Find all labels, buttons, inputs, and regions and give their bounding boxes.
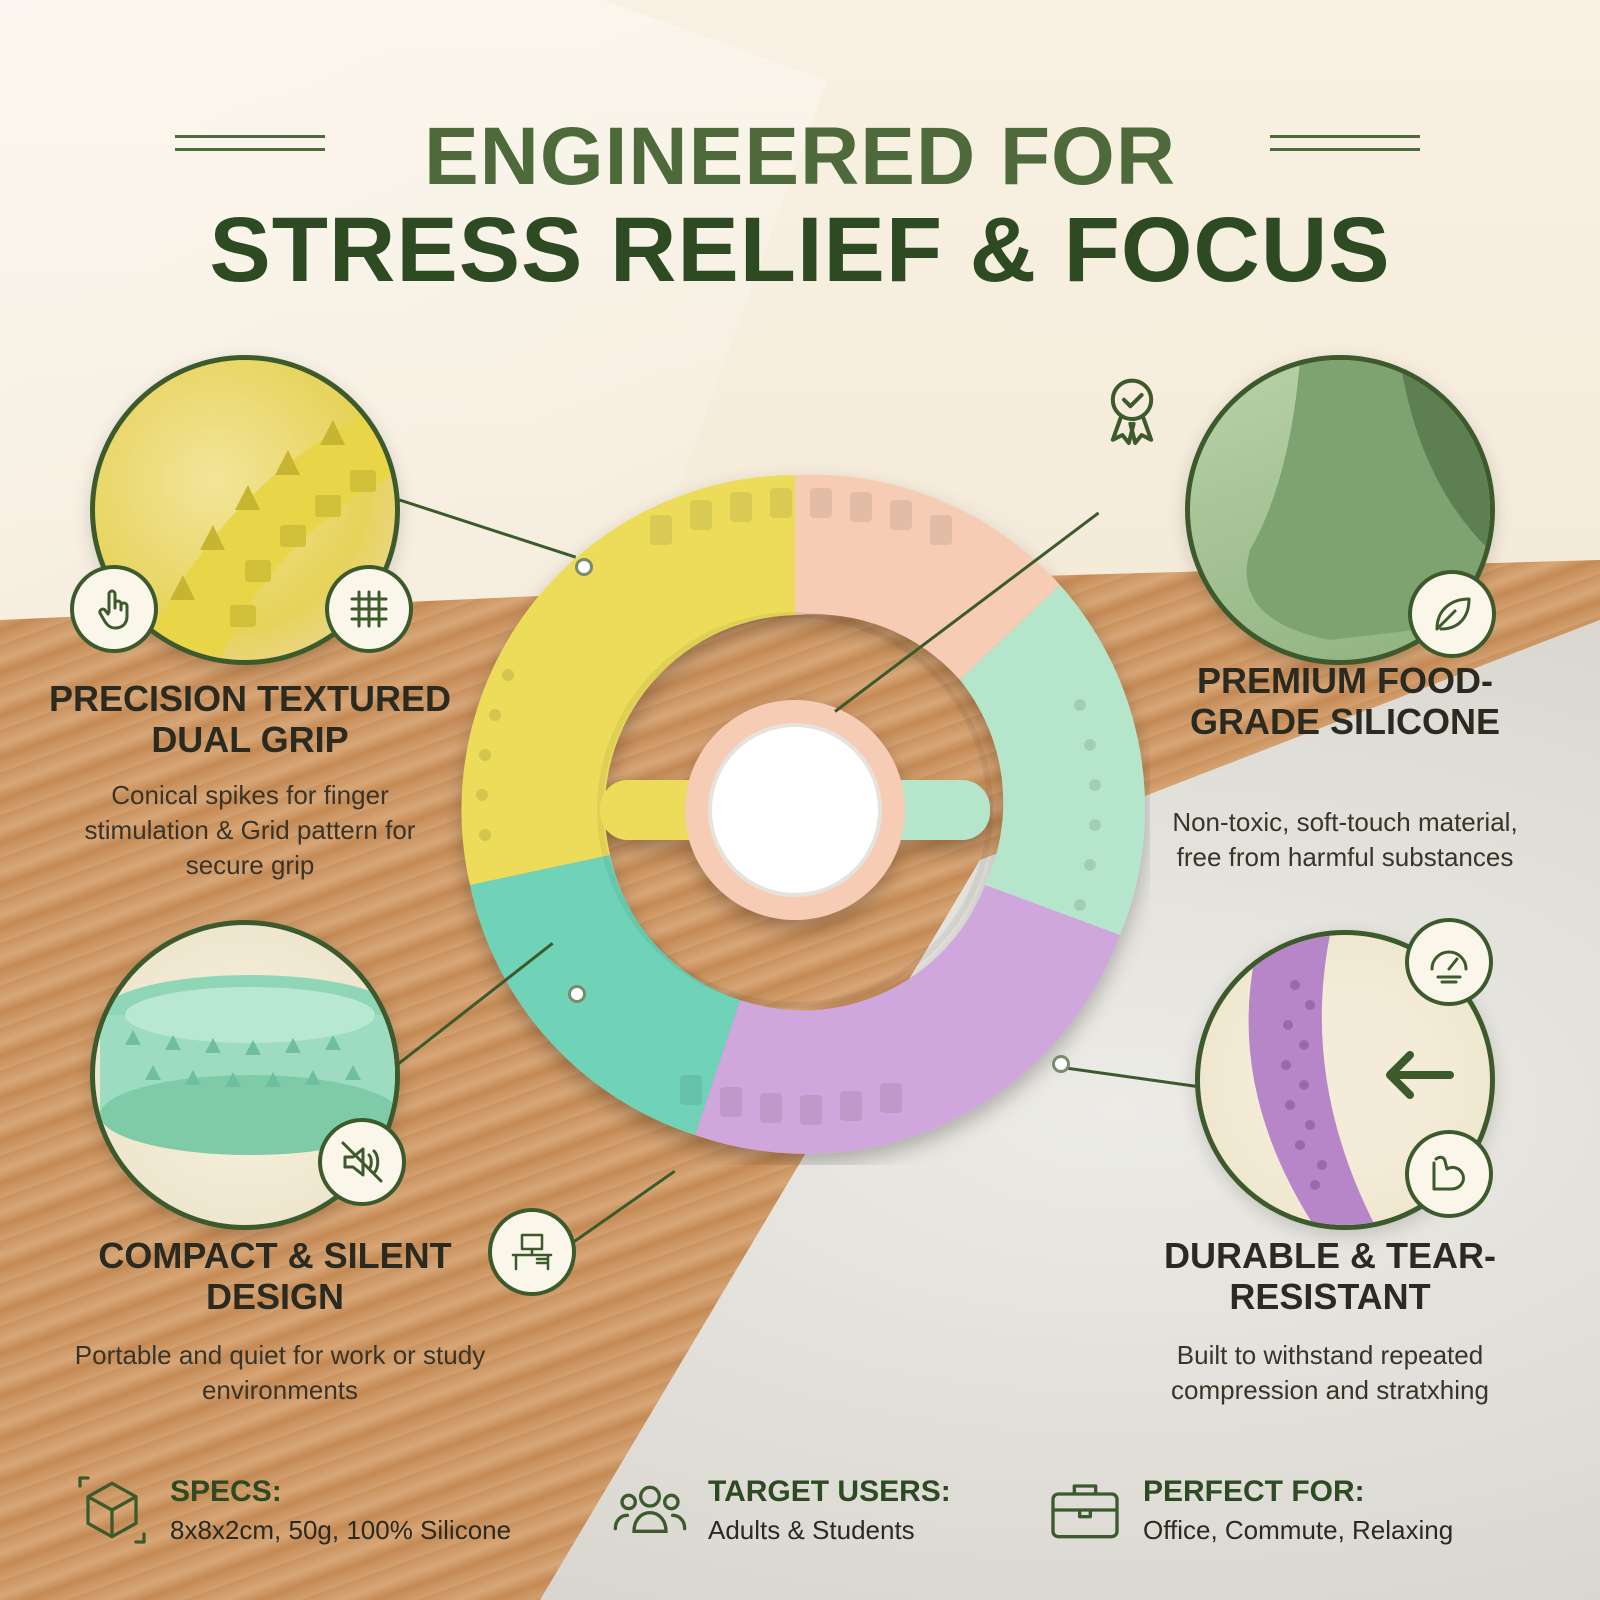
compact-text: Portable and quiet for work or study env… xyxy=(74,1340,486,1406)
specs-value: 8x8x2cm, 50g, 100% Silicone xyxy=(170,1514,512,1545)
perfect-for-value: Office, Commute, Relaxing xyxy=(1143,1514,1454,1545)
callout-dot-grip xyxy=(575,558,593,576)
silicone-text: Non-toxic, soft-touch material, free fro… xyxy=(1172,807,1518,873)
briefcase-icon xyxy=(1051,1484,1119,1539)
award-ribbon-icon xyxy=(1110,378,1154,445)
grip-title: PRECISION TEXTURED DUAL GRIP xyxy=(48,678,452,761)
header-line-left-2 xyxy=(175,148,325,151)
cube-icon xyxy=(78,1476,146,1544)
page-title-line2: STRESS RELIEF & FOCUS xyxy=(209,199,1391,301)
gauge-badge xyxy=(1405,918,1493,1006)
desk-badge xyxy=(488,1208,576,1296)
target-users-label: TARGET USERS: xyxy=(708,1474,951,1508)
perfect-for-label: PERFECT FOR: xyxy=(1143,1474,1365,1508)
silicone-closeup-image xyxy=(1185,355,1495,665)
callout-dot-compact xyxy=(568,985,586,1003)
compact-closeup-image xyxy=(90,920,400,1230)
specs-label: SPECS: xyxy=(170,1474,282,1508)
page-title-line1: ENGINEERED FOR xyxy=(423,111,1177,202)
mute-speaker-icon xyxy=(341,1141,383,1183)
durable-text: Built to withstand repeated compression … xyxy=(1171,1340,1489,1406)
arrow-left-icon xyxy=(1386,1051,1454,1099)
header-line-right-2 xyxy=(1270,148,1420,151)
header-line-right-1 xyxy=(1270,135,1420,138)
flexed-arm-icon xyxy=(1432,1155,1465,1191)
award-ribbon-badge xyxy=(1088,367,1176,455)
fidget-ring-product xyxy=(440,455,1150,1165)
grid-icon xyxy=(350,590,388,628)
compact-title: COMPACT & SILENT DESIGN xyxy=(98,1235,452,1318)
hand-touch-badge xyxy=(70,565,158,653)
mute-speaker-badge xyxy=(318,1118,406,1206)
users-group-icon xyxy=(613,1485,687,1533)
footer-specs: SPECS: 8x8x2cm, 50g, 100% Silicone xyxy=(72,1470,511,1550)
desk-icon xyxy=(511,1233,553,1271)
hand-touch-icon xyxy=(98,589,129,630)
leaf-badge xyxy=(1408,570,1496,658)
footer-target-users: TARGET USERS: Adults & Students xyxy=(610,1470,951,1550)
target-users-value: Adults & Students xyxy=(708,1514,915,1545)
silicone-title: PREMIUM FOOD-GRADE SILICONE xyxy=(1189,660,1501,743)
flexed-arm-badge xyxy=(1405,1130,1493,1218)
gauge-icon xyxy=(1430,950,1468,984)
footer-perfect-for: PERFECT FOR: Office, Commute, Relaxing xyxy=(1045,1470,1453,1550)
callout-dot-durable xyxy=(1052,1055,1070,1073)
header-line-left-1 xyxy=(175,135,325,138)
leaf-icon xyxy=(1435,597,1471,631)
grip-text: Conical spikes for finger stimulation & … xyxy=(84,780,416,881)
durable-title: DURABLE & TEAR-RESISTANT xyxy=(1164,1235,1496,1318)
grid-badge xyxy=(325,565,413,653)
